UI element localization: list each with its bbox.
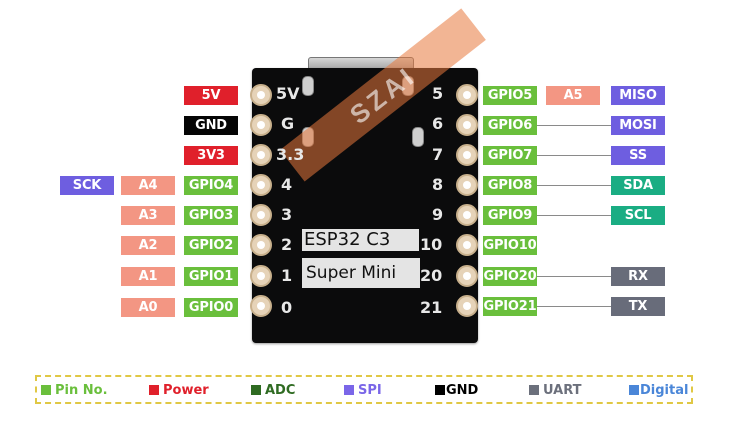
gpio-label-20: GPIO20 xyxy=(483,267,537,286)
uart-label-tx: TX xyxy=(611,297,665,316)
legend-item-power: Power xyxy=(149,383,209,398)
gpio-label-3: GPIO3 xyxy=(184,206,238,225)
pin-pad xyxy=(250,265,272,287)
gpio-label-10: GPIO10 xyxy=(483,236,537,255)
spi-label-ss: SS xyxy=(611,146,665,165)
silk-label: 1 xyxy=(281,266,293,285)
legend-item-spi: SPI xyxy=(344,383,382,398)
adc-label-a1: A1 xyxy=(121,267,175,286)
connector-line xyxy=(537,276,611,277)
board-name-line2: Super Mini xyxy=(302,258,420,288)
pin-pad xyxy=(250,144,272,166)
gpio-label-5: GPIO5 xyxy=(483,86,537,105)
spi-label-mosi: MOSI xyxy=(611,116,665,135)
legend-swatch xyxy=(629,385,639,395)
i2c-label-sda: SDA xyxy=(611,176,665,195)
adc-label-a2: A2 xyxy=(121,236,175,255)
pin-pad xyxy=(456,84,478,106)
legend-swatch xyxy=(251,385,261,395)
silk-label: 4 xyxy=(281,175,293,194)
spi-label-sck: SCK xyxy=(60,176,114,195)
silk-label: 5V xyxy=(276,84,300,103)
legend-label: Pin No. xyxy=(55,383,108,398)
legend-swatch xyxy=(529,385,539,395)
legend-item-uart: UART xyxy=(529,383,582,398)
connector-line xyxy=(537,125,611,126)
silk-label: 2 xyxy=(281,235,293,254)
pin-label-gnd: GND xyxy=(184,116,238,135)
pin-pad xyxy=(250,234,272,256)
silk-label: G xyxy=(281,114,295,133)
silk-label: 7 xyxy=(432,145,444,164)
silk-label: 8 xyxy=(432,175,444,194)
led-component xyxy=(412,127,424,147)
pin-pad xyxy=(456,265,478,287)
pin-pad xyxy=(456,295,478,317)
uart-label-rx: RX xyxy=(611,267,665,286)
pin-pad xyxy=(456,174,478,196)
adc-label-a4: A4 xyxy=(121,176,175,195)
pin-label-3v3: 3V3 xyxy=(184,146,238,165)
legend: Pin No. Power ADC SPI GND UART Digital xyxy=(35,375,693,404)
gpio-label-1: GPIO1 xyxy=(184,267,238,286)
legend-item-pin-no: Pin No. xyxy=(41,383,108,398)
legend-item-adc: ADC xyxy=(251,383,295,398)
silk-label: 9 xyxy=(432,205,444,224)
spi-label-miso: MISO xyxy=(611,86,665,105)
gpio-label-8: GPIO8 xyxy=(483,176,537,195)
i2c-label-scl: SCL xyxy=(611,206,665,225)
connector-line xyxy=(537,155,611,156)
silk-label: 6 xyxy=(432,114,444,133)
pin-pad xyxy=(456,204,478,226)
legend-label: Power xyxy=(163,383,209,398)
silk-label: 21 xyxy=(420,298,443,317)
gpio-label-4: GPIO4 xyxy=(184,176,238,195)
board-name-line1: ESP32 C3 xyxy=(302,229,419,251)
gpio-label-7: GPIO7 xyxy=(483,146,537,165)
gpio-label-6: GPIO6 xyxy=(483,116,537,135)
legend-swatch xyxy=(344,385,354,395)
pin-pad xyxy=(250,84,272,106)
legend-label: GND xyxy=(446,383,479,398)
legend-item-gnd: GND xyxy=(435,383,478,398)
silk-label: 0 xyxy=(281,298,293,317)
silk-label: 10 xyxy=(420,235,443,254)
silk-label: 5 xyxy=(432,84,444,103)
pin-label-5v: 5V xyxy=(184,86,238,105)
adc-label-a3: A3 xyxy=(121,206,175,225)
adc-label-a0: A0 xyxy=(121,298,175,317)
legend-label: SPI xyxy=(358,383,382,398)
legend-swatch xyxy=(41,385,51,395)
gpio-label-9: GPIO9 xyxy=(483,206,537,225)
gpio-label-2: GPIO2 xyxy=(184,236,238,255)
pin-pad xyxy=(456,144,478,166)
legend-swatch xyxy=(149,385,159,395)
pin-pad xyxy=(456,114,478,136)
silk-label: 3 xyxy=(281,205,293,224)
gpio-label-0: GPIO0 xyxy=(184,298,238,317)
pin-pad xyxy=(250,114,272,136)
connector-line xyxy=(537,306,611,307)
pin-pad xyxy=(250,295,272,317)
connector-line xyxy=(537,215,611,216)
adc-label-a5: A5 xyxy=(546,86,600,105)
gpio-label-21: GPIO21 xyxy=(483,297,537,316)
legend-swatch xyxy=(435,385,445,395)
connector-line xyxy=(537,185,611,186)
legend-item-digital: Digital xyxy=(629,383,688,398)
silk-label: 20 xyxy=(420,266,443,285)
legend-label: UART xyxy=(543,383,582,398)
legend-label: ADC xyxy=(265,383,296,398)
led-component xyxy=(302,76,314,96)
pin-pad xyxy=(250,174,272,196)
legend-label: Digital xyxy=(640,383,689,398)
silk-label: 3.3 xyxy=(276,145,305,164)
pin-pad xyxy=(456,234,478,256)
pin-pad xyxy=(250,204,272,226)
